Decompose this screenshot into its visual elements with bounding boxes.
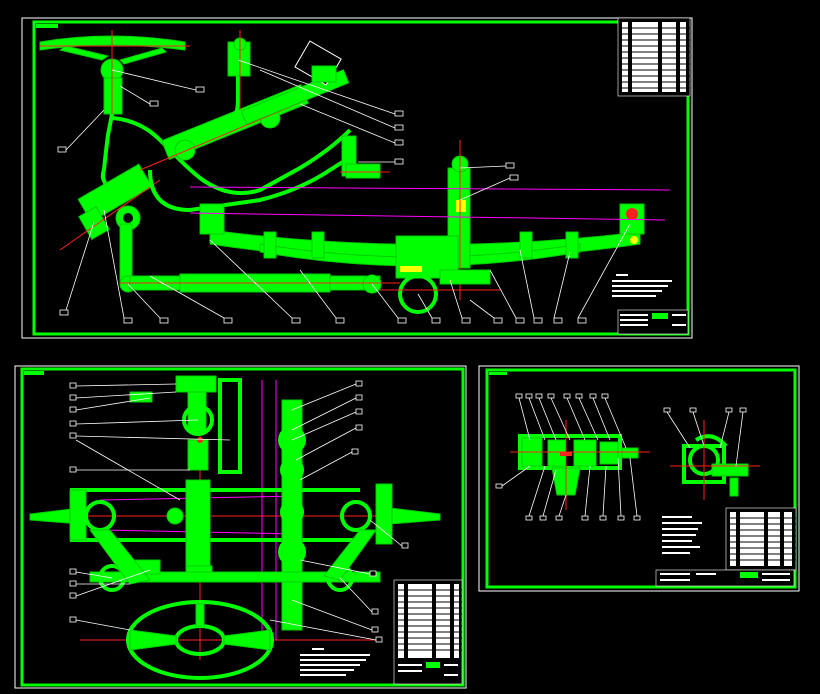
return-pipe xyxy=(148,154,354,213)
sheet-2-corner-tag xyxy=(24,371,44,375)
sheet-3-parts-list xyxy=(725,507,797,571)
sheet-1-corner-tag xyxy=(36,24,58,28)
sheet-3-border xyxy=(485,368,797,589)
sheet-2-border xyxy=(20,367,465,687)
sheet-2-outer-frame xyxy=(14,365,467,689)
steering-gearbox xyxy=(59,163,161,293)
valve-body xyxy=(340,135,390,179)
construction-line-2 xyxy=(189,212,666,221)
steering-arm-left xyxy=(89,529,151,585)
hydraulic-pipe xyxy=(111,116,352,196)
sheet-1-outer-frame xyxy=(21,17,693,339)
sheet-3-leader-lines xyxy=(495,393,747,521)
sheet-1-title-block xyxy=(617,309,689,335)
sheet-3-outer-frame xyxy=(478,365,800,592)
sheet-3-title-block xyxy=(655,569,795,587)
gearbox-side-view xyxy=(670,420,760,500)
sheet-3-gearbox-detail xyxy=(478,365,800,592)
sheet-1-technical-notes xyxy=(612,274,672,297)
front-axle-hub xyxy=(380,235,500,314)
sheet-3-corner-tag xyxy=(489,372,507,375)
sheet-2-leader-lines xyxy=(69,380,409,643)
power-cylinder xyxy=(223,30,350,130)
center-linkage xyxy=(129,375,242,581)
sheet-2-technical-notes xyxy=(300,648,370,676)
axle-beam xyxy=(29,483,441,545)
oil-reservoir xyxy=(294,40,342,86)
steering-wheel-plan xyxy=(126,600,274,680)
drag-link xyxy=(120,273,400,294)
gearbox-section xyxy=(510,420,650,510)
sheet-2-parts-list xyxy=(393,579,463,685)
steering-column-hose xyxy=(100,113,114,190)
sheet-1-leader-lines xyxy=(57,59,631,324)
sheet-2-plan-view xyxy=(14,365,467,689)
sheet-1-steering-assembly xyxy=(21,17,693,339)
construction-line-1 xyxy=(189,186,671,191)
sheet-1-border xyxy=(32,20,690,336)
sheet-3-technical-notes xyxy=(662,516,702,554)
sheet-1-parts-list xyxy=(617,17,691,97)
spring-hangers xyxy=(278,399,306,631)
steering-wheel xyxy=(39,30,190,120)
